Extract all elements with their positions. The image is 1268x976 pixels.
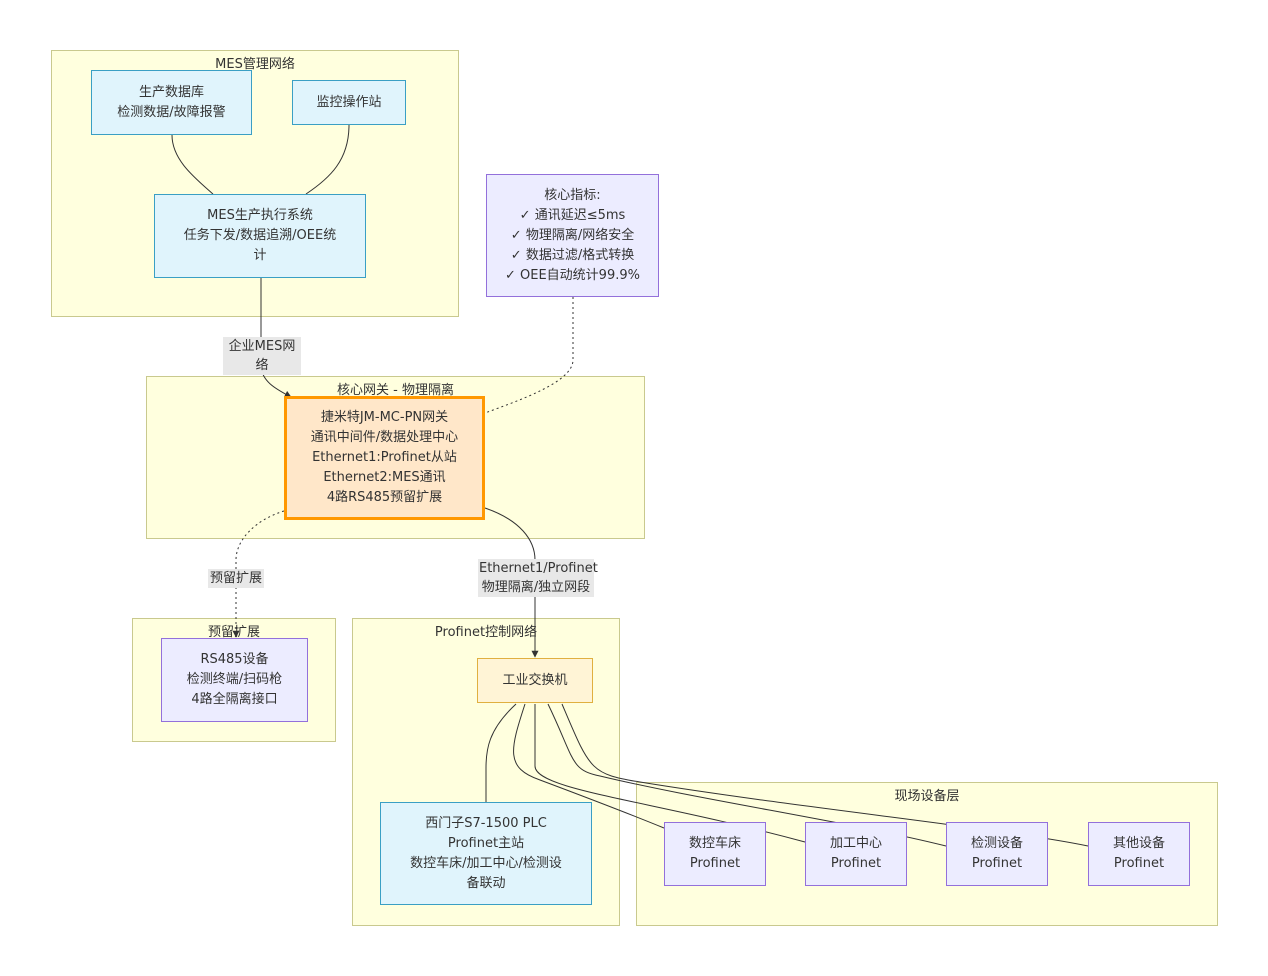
node-core-kpi: 核心指标: ✓ 通讯延迟≤5ms ✓ 物理隔离/网络安全 ✓ 数据过滤/格式转换… bbox=[486, 174, 659, 297]
node-production-database-line2: 检测数据/故障报警 bbox=[117, 104, 226, 120]
cluster-mes-network-title: MES管理网络 bbox=[215, 57, 295, 72]
edge-gateway-switch bbox=[484, 507, 539, 658]
node-core-kpi-line2: ✓ 通讯延迟≤5ms bbox=[519, 207, 626, 223]
edge-label-mes-network: 企业MES网络 bbox=[223, 337, 301, 375]
edge-db-mes bbox=[171, 134, 214, 195]
node-industrial-switch-line1: 工业交换机 bbox=[502, 672, 568, 688]
edge-label-ethernet1: Ethernet1/Profinet 物理隔离/独立网段 bbox=[478, 559, 598, 597]
node-siemens-plc-line4: 备联动 bbox=[466, 875, 506, 891]
node-gateway: 捷米特JM-MC-PN网关 通讯中间件/数据处理中心 Ethernet1:Pro… bbox=[284, 396, 485, 520]
node-rs485-device: RS485设备 检测终端/扫码枪 4路全隔离接口 bbox=[161, 638, 308, 722]
edge-label-reserve: 预留扩展 bbox=[208, 569, 264, 588]
node-siemens-plc: 西门子S7-1500 PLC Profinet主站 数控车床/加工中心/检测设 … bbox=[380, 802, 592, 905]
node-mes-system: MES生产执行系统 任务下发/数据追溯/OEE统 计 bbox=[154, 194, 366, 278]
node-mes-system-line1: MES生产执行系统 bbox=[207, 208, 313, 223]
node-mes-system-line2: 任务下发/数据追溯/OEE统 bbox=[183, 228, 337, 243]
node-cnc-lathe-line1: 数控车床 bbox=[688, 836, 741, 851]
node-other-device: 其他设备 Profinet bbox=[1088, 822, 1190, 886]
edge-label-reserve-line1: 预留扩展 bbox=[209, 571, 262, 586]
node-inspection-device: 检测设备 Profinet bbox=[946, 822, 1048, 886]
edge-label-ethernet1-line1: Ethernet1/Profinet bbox=[479, 561, 598, 576]
node-siemens-plc-line3: 数控车床/加工中心/检测设 bbox=[410, 855, 562, 871]
node-gateway-line2: 通讯中间件/数据处理中心 bbox=[310, 430, 459, 445]
edge-label-mes-network-line1: 企业MES网络 bbox=[228, 339, 296, 373]
cluster-field-devices-title: 现场设备层 bbox=[894, 789, 960, 804]
node-core-kpi-line4: ✓ 数据过滤/格式转换 bbox=[510, 247, 635, 263]
node-gateway-line4: Ethernet2:MES通讯 bbox=[323, 470, 446, 485]
node-rs485-device-line2: 检测终端/扫码枪 bbox=[186, 672, 283, 687]
node-mes-system-line3: 计 bbox=[253, 248, 267, 263]
node-core-kpi-line3: ✓ 物理隔离/网络安全 bbox=[510, 227, 635, 243]
node-gateway-line1: 捷米特JM-MC-PN网关 bbox=[320, 410, 449, 425]
edge-switch-lathe bbox=[513, 703, 665, 829]
node-machining-center-line1: 加工中心 bbox=[829, 836, 882, 851]
edge-label-ethernet1-line2: 物理隔离/独立网段 bbox=[481, 580, 591, 595]
node-siemens-plc-line2: Profinet主站 bbox=[447, 835, 525, 851]
node-other-device-line2: Profinet bbox=[1113, 856, 1165, 871]
node-core-kpi-line1: 核心指标: bbox=[544, 187, 601, 203]
node-monitor-station-line1: 监控操作站 bbox=[316, 94, 382, 110]
node-gateway-line3: Ethernet1:Profinet从站 bbox=[312, 450, 457, 465]
node-other-device-line1: 其他设备 bbox=[1112, 836, 1165, 851]
cluster-profinet-network-title: Profinet控制网络 bbox=[434, 625, 538, 640]
node-production-database: 生产数据库 检测数据/故障报警 bbox=[91, 70, 252, 135]
node-siemens-plc-line1: 西门子S7-1500 PLC bbox=[425, 815, 547, 831]
node-core-kpi-line5: ✓ OEE自动统计99.9% bbox=[505, 267, 640, 283]
node-cnc-lathe-line2: Profinet bbox=[689, 856, 741, 871]
node-industrial-switch: 工业交换机 bbox=[477, 658, 593, 703]
node-machining-center-line2: Profinet bbox=[830, 856, 882, 871]
node-rs485-device-line3: 4路全隔离接口 bbox=[191, 692, 278, 707]
node-machining-center: 加工中心 Profinet bbox=[805, 822, 907, 886]
node-inspection-device-line1: 检测设备 bbox=[970, 836, 1023, 851]
node-rs485-device-line1: RS485设备 bbox=[200, 652, 269, 667]
node-inspection-device-line2: Profinet bbox=[971, 856, 1023, 871]
node-monitor-station: 监控操作站 bbox=[292, 80, 406, 125]
node-cnc-lathe: 数控车床 Profinet bbox=[664, 822, 766, 886]
edge-monitor-mes bbox=[305, 124, 350, 195]
node-gateway-line5: 4路RS485预留扩展 bbox=[326, 490, 443, 505]
edge-kpi-gateway bbox=[484, 297, 574, 414]
edge-switch-plc bbox=[485, 703, 517, 802]
cluster-core-gateway-title: 核心网关 - 物理隔离 bbox=[337, 383, 454, 398]
node-production-database-line1: 生产数据库 bbox=[138, 84, 204, 100]
